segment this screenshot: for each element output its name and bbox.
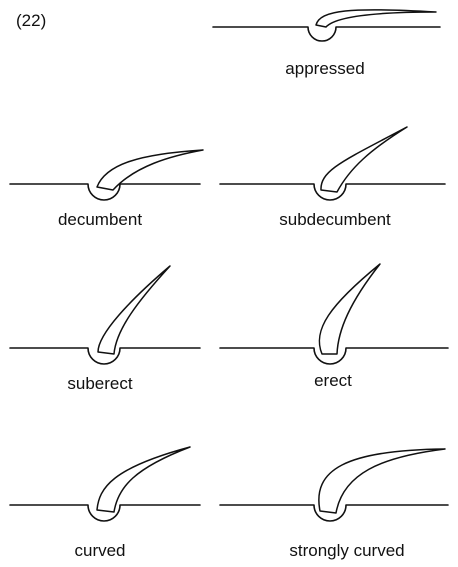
diagram-strongly-curved: strongly curved bbox=[220, 449, 448, 560]
label-erect: erect bbox=[314, 371, 352, 390]
label-strongly-curved: strongly curved bbox=[289, 541, 404, 560]
diagram-suberect: suberect bbox=[10, 266, 200, 393]
hair-shape bbox=[319, 264, 380, 354]
figure-number: (22) bbox=[16, 11, 46, 30]
diagram-subdecumbent: subdecumbent bbox=[220, 127, 445, 229]
label-decumbent: decumbent bbox=[58, 210, 142, 229]
hair-shape bbox=[319, 449, 445, 513]
surface-line bbox=[213, 27, 440, 41]
label-suberect: suberect bbox=[67, 374, 132, 393]
diagram-appressed: appressed bbox=[213, 10, 440, 78]
hair-shape bbox=[97, 447, 190, 512]
label-curved: curved bbox=[74, 541, 125, 560]
hair-shape bbox=[321, 127, 407, 192]
label-subdecumbent: subdecumbent bbox=[279, 210, 391, 229]
diagram-curved: curved bbox=[10, 447, 200, 560]
hair-shape bbox=[316, 10, 436, 27]
diagram-erect: erect bbox=[220, 264, 448, 390]
hair-shape bbox=[98, 266, 170, 354]
label-appressed: appressed bbox=[285, 59, 364, 78]
diagram-decumbent: decumbent bbox=[10, 150, 203, 229]
